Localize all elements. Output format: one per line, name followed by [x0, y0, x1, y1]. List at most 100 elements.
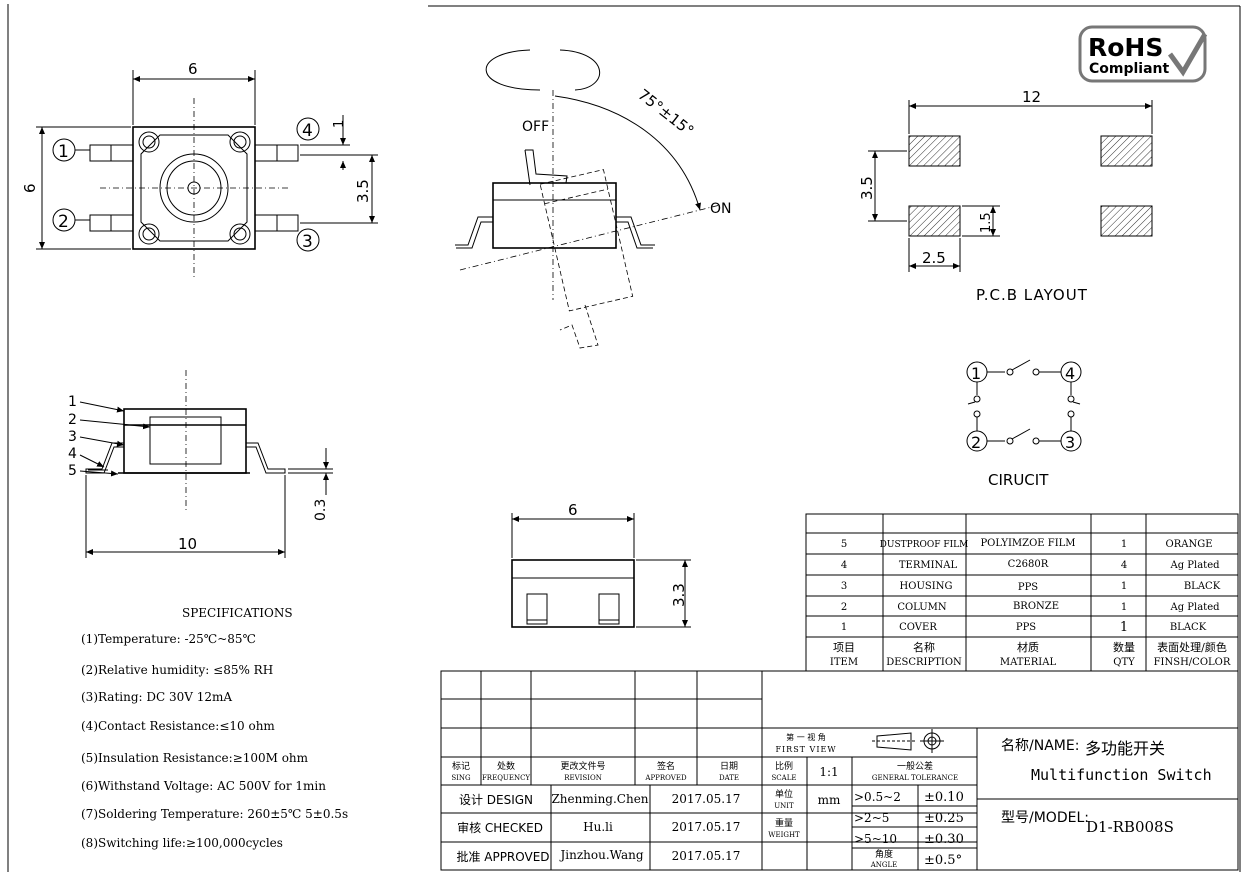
rev-header-en: FREQUENCY: [482, 774, 530, 782]
bom-cell: BLACK: [1170, 622, 1207, 633]
bom-table: 5 DUSTPROOF FILM POLYIMZOE FILM 1 ORANGE…: [805, 513, 1239, 672]
bom-cell: 1: [1121, 602, 1127, 613]
pin-4-label: 4: [302, 121, 313, 141]
weight-cn: 重量: [775, 817, 793, 829]
bom-cell: HOUSING: [900, 581, 953, 592]
bom-header-en: DESCRIPTION: [886, 657, 962, 668]
bom-cell: 4: [1121, 560, 1127, 571]
tolerance-range: >2~5: [854, 811, 889, 825]
callout-2: 2: [68, 412, 77, 428]
bom-header-en: FINSH/COLOR: [1154, 657, 1231, 668]
approved-role: 批准 APPROVED: [456, 849, 549, 864]
name-en: Multifunction Switch: [1031, 766, 1212, 784]
bom-cell: ORANGE: [1166, 539, 1213, 550]
bom-cell: COVER: [899, 622, 937, 633]
pcb-pad: [908, 205, 961, 237]
bom-cell: POLYIMZOE FILM: [980, 538, 1075, 549]
dim-front-width-6: 6: [568, 501, 578, 519]
weight-en: WEIGHT: [768, 831, 800, 839]
bom-cell: BLACK: [1184, 581, 1221, 592]
model-value: D1-RB008S: [1086, 818, 1174, 836]
dim-lead-1: 1: [332, 120, 347, 128]
bom-cell: 3: [841, 581, 847, 592]
tolerance-range: >5~10: [854, 832, 897, 846]
bom-cell: DUSTPROOF FILM: [880, 540, 969, 550]
bom-header-cn: 项目: [833, 641, 855, 654]
circuit-caption: CIRUCIT: [988, 471, 1049, 489]
bom-cell: 4: [841, 560, 847, 571]
unit-en: UNIT: [774, 802, 794, 810]
bom-cell: 5: [841, 539, 847, 550]
circuit-pin-3: 3: [1065, 433, 1075, 452]
spec-item: (8)Switching life:≥100,000cycles: [81, 836, 283, 850]
bom-cell: PPS: [1016, 622, 1036, 633]
callout-1: 1: [68, 394, 77, 410]
tolerance-value: ±0.10: [924, 790, 964, 805]
pcb-dim-3-5: 3.5: [858, 176, 876, 200]
dim-thickness-0-3: 0.3: [313, 499, 329, 521]
rev-header-en: APPROVED: [644, 774, 687, 782]
pcb-dim-2-5: 2.5: [922, 249, 946, 267]
checked-role: 审核 CHECKED: [457, 820, 543, 835]
pcb-pad: [1100, 135, 1153, 167]
tolerance-cn: 一般公差: [897, 760, 933, 772]
rev-header-en: DATE: [719, 774, 739, 782]
dim-pitch-3-5: 3.5: [354, 179, 372, 203]
angle-cn: 角度: [875, 848, 893, 860]
pcb-pad: [908, 135, 961, 167]
circuit-pin-4: 4: [1065, 364, 1075, 383]
check-icon: [1167, 32, 1208, 77]
bom-cell: C2680R: [1008, 559, 1049, 570]
pcb-pad: [1100, 205, 1153, 237]
bom-cell: COLUMN: [897, 602, 947, 613]
rev-header-en: REVISION: [564, 774, 602, 782]
tolerance-value: ±0.25: [924, 811, 964, 826]
spec-item: (4)Contact Resistance:≤10 ohm: [81, 719, 275, 733]
pcb-dim-1-5: 1.5: [979, 212, 994, 233]
specs-title: SPECIFICATIONS: [182, 606, 293, 620]
circuit-pin-2: 2: [971, 433, 981, 452]
bom-header-cn: 表面处理/颜色: [1157, 640, 1227, 654]
angle-en: ANGLE: [870, 861, 898, 869]
rev-header-cn: 日期: [720, 761, 738, 772]
unit-cn: 单位: [775, 788, 793, 800]
title-block: 标记 SING 处数 FREQUENCY 更改文件号 REVISION 签名 A…: [440, 670, 1239, 871]
bom-header-cn: 名称: [913, 640, 935, 654]
pin-2-label: 2: [58, 212, 69, 232]
dim-length-10: 10: [178, 535, 197, 553]
bom-header-en: ITEM: [830, 657, 858, 668]
bom-cell: TERMINAL: [899, 560, 958, 571]
unit-value: mm: [818, 793, 841, 807]
scale-cn: 比例: [775, 760, 793, 772]
name-cn: 多功能开关: [1085, 739, 1165, 758]
rev-header-cn: 签名: [657, 760, 675, 772]
dim-width-6: 6: [188, 60, 198, 78]
pin-1-label: 1: [58, 142, 69, 162]
design-name: Zhenming.Chen: [551, 792, 648, 806]
tolerance-en: GENERAL TOLERANCE: [872, 774, 958, 782]
bom-cell: 2: [841, 602, 847, 613]
sheet-border: [7, 4, 1241, 872]
side-view: 1 2 3 4 5 10 0.3: [68, 370, 333, 558]
bom-header-en: MATERIAL: [1000, 657, 1057, 668]
tolerance-range: >0.5~2: [854, 790, 901, 804]
bom-cell: PPS: [1018, 582, 1038, 593]
tolerance-value: ±0.30: [924, 832, 964, 847]
tolerance-value: ±0.5°: [924, 853, 962, 868]
bom-header-cn: 数量: [1113, 641, 1135, 654]
spec-item: (1)Temperature: -25℃~85℃: [81, 632, 256, 646]
spec-item: (6)Withstand Voltage: AC 500V for 1min: [81, 779, 326, 793]
callout-5: 5: [68, 463, 77, 479]
first-view-en: FIRST VIEW: [775, 745, 836, 754]
scale-value: 1:1: [819, 765, 838, 779]
checked-date: 2017.05.17: [672, 820, 741, 834]
circuit-diagram: 1 4 2 3 CIRUCIT: [966, 359, 1082, 489]
pcb-caption: P.C.B LAYOUT: [976, 286, 1088, 304]
first-angle-projection-icon: [872, 729, 944, 753]
bom-cell: BRONZE: [1013, 601, 1059, 612]
circuit-pin-1: 1: [971, 364, 981, 383]
spec-item: (2)Relative humidity: ≤85% RH: [81, 663, 273, 677]
rev-header-cn: 标记: [452, 760, 470, 772]
pcb-dim-12: 12: [1022, 88, 1041, 106]
